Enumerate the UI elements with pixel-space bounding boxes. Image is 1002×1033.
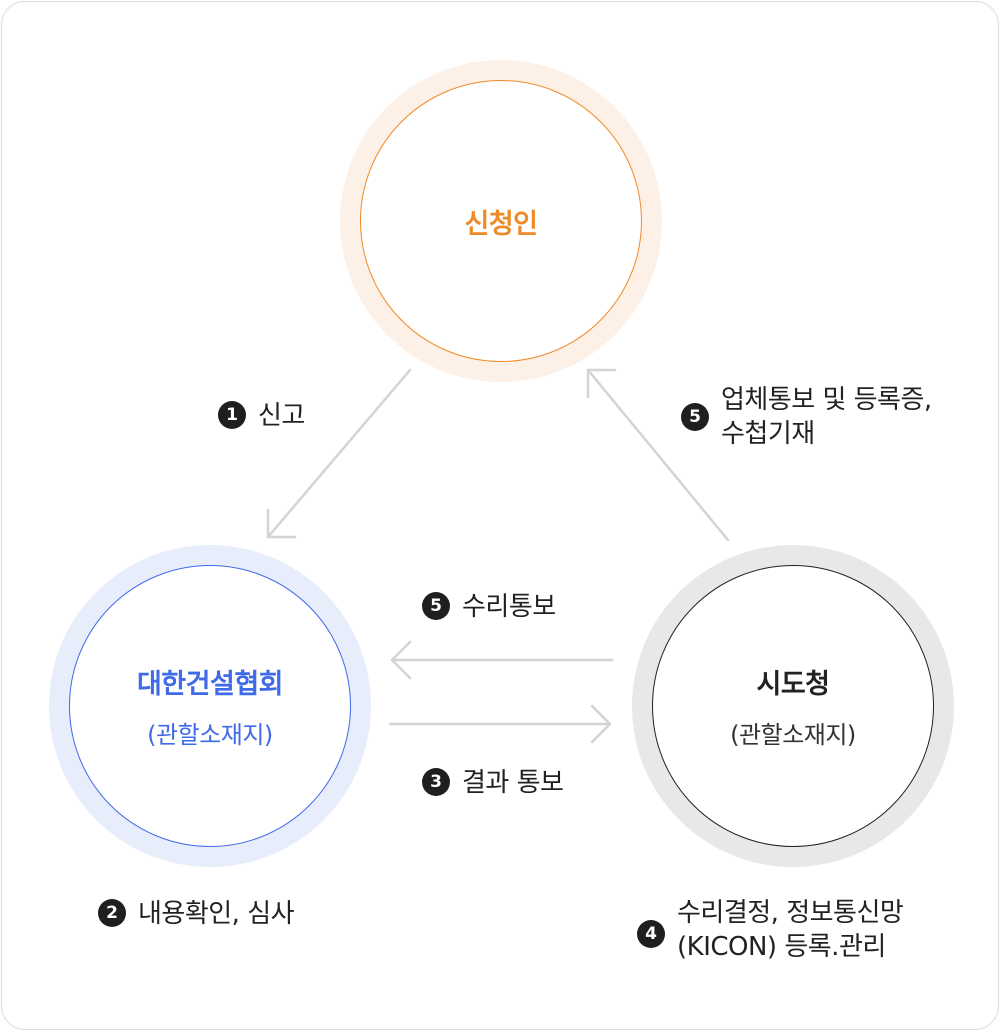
node-applicant: 신청인 (340, 60, 662, 382)
step-decision-badge: 4 (637, 920, 665, 948)
step-registration-badge: 5 (681, 403, 709, 431)
step-result: 3 결과 통보 (422, 766, 564, 800)
node-association: 대한건설협회 (관할소재지) (49, 545, 371, 867)
arrow-registration-head (586, 368, 617, 399)
step-notice-text: 수리통보 (462, 592, 556, 622)
step-report: 1 신고 (218, 399, 305, 433)
step-notice: 5 수리통보 (422, 590, 556, 624)
node-association-title: 대한건설협회 (136, 669, 284, 700)
step-result-badge: 3 (422, 768, 450, 796)
arrow-report (266, 368, 412, 539)
step-notice-badge: 5 (422, 592, 450, 620)
node-city: 시도청 (관할소재지) (632, 545, 954, 867)
arrow-notice-head (390, 640, 412, 680)
step-decision-line-1: 수리결정, 정보통신망 (677, 898, 904, 928)
step-result-text: 결과 통보 (462, 768, 564, 798)
step-report-badge: 1 (218, 401, 246, 429)
step-registration: 5 업체통보 및 등록증, 수첩기재 (681, 383, 932, 451)
step-review-badge: 2 (98, 899, 126, 927)
step-registration-text: 업체통보 및 등록증, 수첩기재 (721, 383, 932, 451)
step-review-text: 내용확인, 심사 (138, 899, 295, 929)
arrow-report-head (266, 508, 297, 539)
step-decision-text: 수리결정, 정보통신망 (KICON) 등록.관리 (677, 896, 904, 964)
node-applicant-title: 신청인 (464, 208, 538, 240)
step-decision: 4 수리결정, 정보통신망 (KICON) 등록.관리 (637, 896, 904, 964)
step-report-text: 신고 (258, 401, 305, 431)
arrow-registration (586, 368, 730, 542)
node-city-subtitle: (관할소재지) (730, 721, 856, 749)
step-registration-line-1: 업체통보 및 등록증, (721, 385, 932, 415)
node-city-circle: 시도청 (관할소재지) (652, 565, 934, 847)
node-city-title: 시도청 (756, 669, 830, 700)
step-review: 2 내용확인, 심사 (98, 897, 295, 931)
node-association-circle: 대한건설협회 (관할소재지) (69, 565, 351, 847)
node-applicant-circle: 신청인 (360, 80, 642, 362)
arrow-result-head (590, 704, 612, 744)
step-registration-line-2: 수첩기재 (721, 419, 815, 449)
step-decision-line-2: (KICON) 등록.관리 (677, 932, 886, 962)
node-association-subtitle: (관할소재지) (147, 721, 273, 749)
